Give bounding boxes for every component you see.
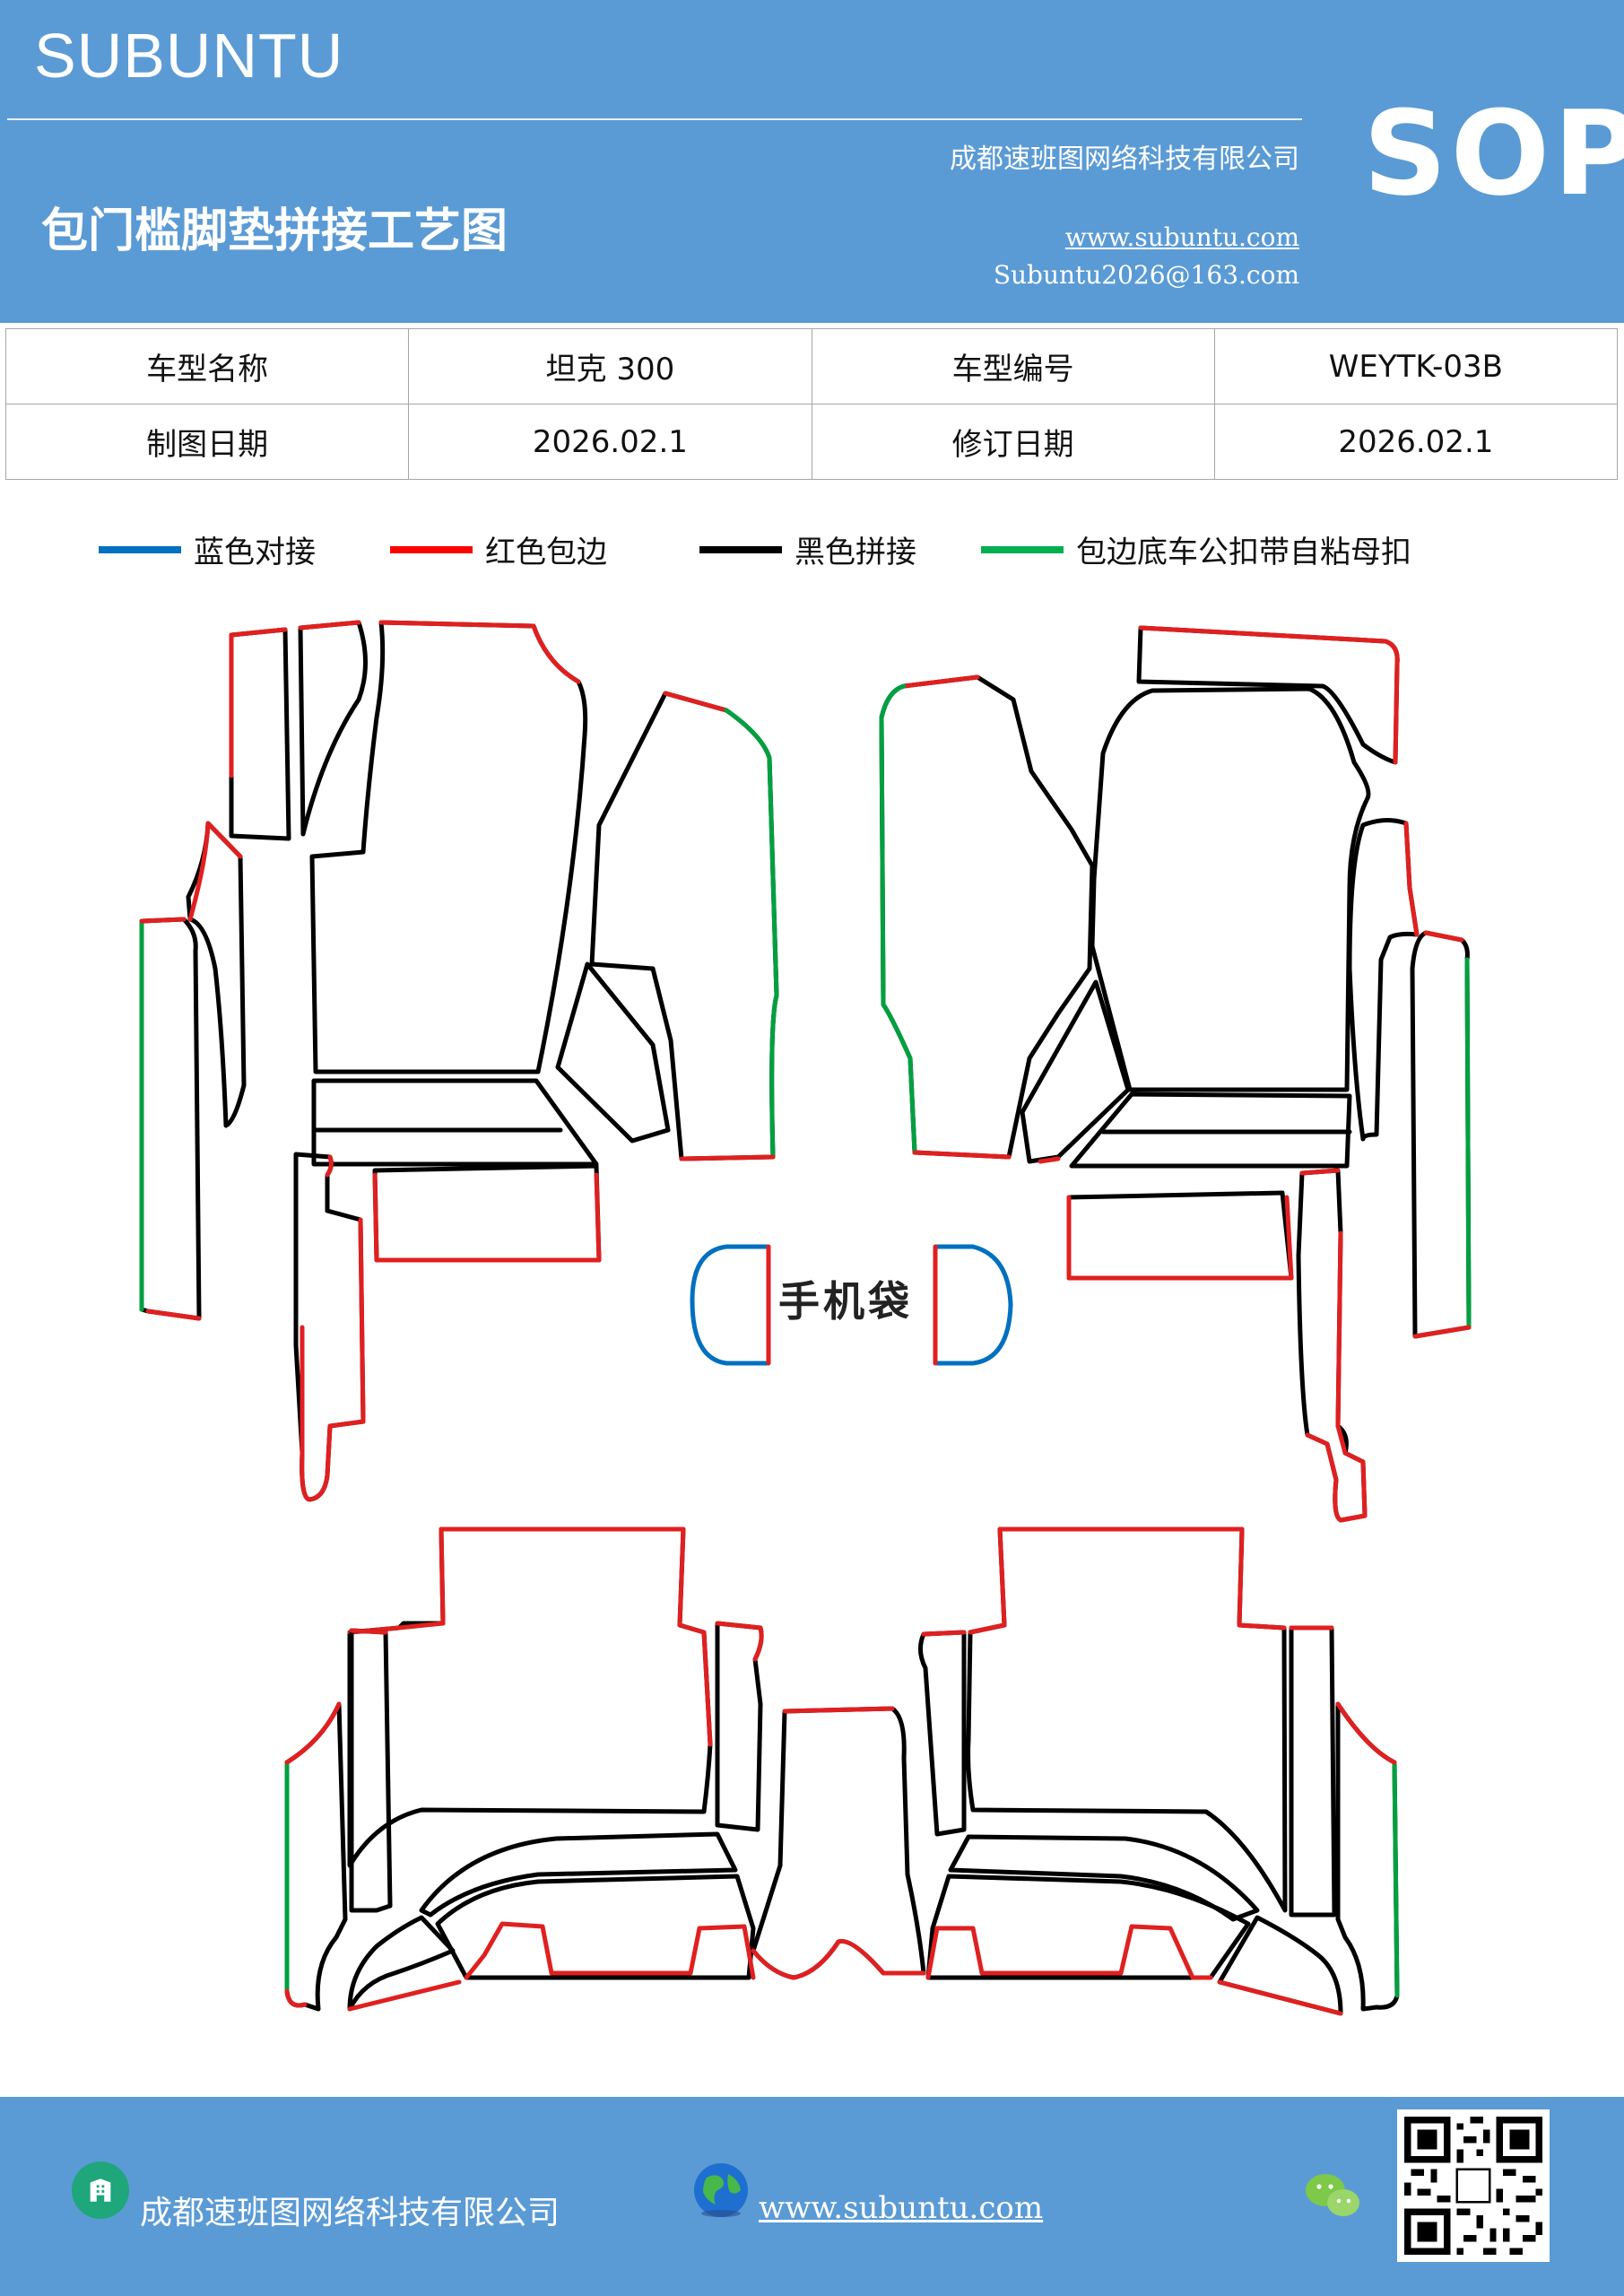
legend-item-red: 红色包边 <box>390 527 607 571</box>
color-legend: 蓝色对接 红色包边 黑色拼接 包边底车公扣带自粘母扣 <box>0 527 1624 572</box>
legend-label: 包边底车公扣带自粘母扣 <box>1076 535 1411 570</box>
header-rule <box>7 118 1302 120</box>
sop-label: SOP <box>1363 85 1624 222</box>
globe-icon <box>694 2163 748 2217</box>
floor-mat-diagram <box>139 620 1472 2016</box>
qr-code[interactable] <box>1397 2109 1550 2262</box>
table-cell: WEYTK-03B <box>1213 328 1619 404</box>
rear-center-tunnel <box>751 1706 926 1980</box>
legend-item-green: 包边底车公扣带自粘母扣 <box>981 527 1411 571</box>
header-email[interactable]: Subuntu2026@163.com <box>993 260 1299 290</box>
building-icon <box>72 2161 129 2219</box>
vehicle-info-table: 车型名称 坦克 300 车型编号 WEYTK-03B 制图日期 2026.02.… <box>4 328 1619 480</box>
phone-pocket <box>690 1244 1013 1366</box>
table-cell: 2026.02.1 <box>408 404 812 480</box>
wechat-icon[interactable] <box>1302 2169 1365 2222</box>
header-url-link[interactable]: www.subuntu.com <box>1064 222 1299 252</box>
phone-pocket-label: 手机袋 <box>778 1277 913 1326</box>
legend-label: 红色包边 <box>485 535 607 570</box>
table-cell: 坦克 300 <box>408 328 812 404</box>
table-row: 车型名称 坦克 300 车型编号 WEYTK-03B <box>4 328 1619 404</box>
footer-url-link[interactable]: www.subuntu.com <box>759 2190 1044 2226</box>
front-left-mats <box>139 620 779 1502</box>
legend-label: 蓝色对接 <box>194 535 316 570</box>
header-banner: SUBUNTU SOP 包门槛脚垫拼接工艺图 成都速班图网络科技有限公司 www… <box>0 0 1624 323</box>
table-cell: 修订日期 <box>811 404 1215 480</box>
table-cell: 车型编号 <box>811 328 1215 404</box>
legend-swatch <box>99 545 181 553</box>
legend-swatch <box>981 545 1064 553</box>
table-row: 制图日期 2026.02.1 修订日期 2026.02.1 <box>4 404 1619 480</box>
legend-item-blue: 蓝色对接 <box>99 527 316 571</box>
page-title: 包门槛脚垫拼接工艺图 <box>41 204 508 258</box>
table-cell: 2026.02.1 <box>1213 404 1619 480</box>
footer-company: 成都速班图网络科技有限公司 <box>140 2195 560 2231</box>
table-cell: 制图日期 <box>4 404 410 480</box>
front-right-mats <box>879 625 1472 1523</box>
rear-right-mats <box>918 1526 1400 2016</box>
rear-left-mats <box>284 1526 764 2012</box>
header-company: 成都速班图网络科技有限公司 <box>950 144 1299 175</box>
footer-banner: 成都速班图网络科技有限公司 www.subuntu.com <box>0 2097 1624 2296</box>
legend-item-black: 黑色拼接 <box>699 527 916 571</box>
legend-swatch <box>699 545 782 553</box>
table-cell: 车型名称 <box>4 328 410 404</box>
legend-label: 黑色拼接 <box>795 535 916 570</box>
legend-swatch <box>390 545 473 553</box>
brand-name: SUBUNTU <box>34 21 344 91</box>
